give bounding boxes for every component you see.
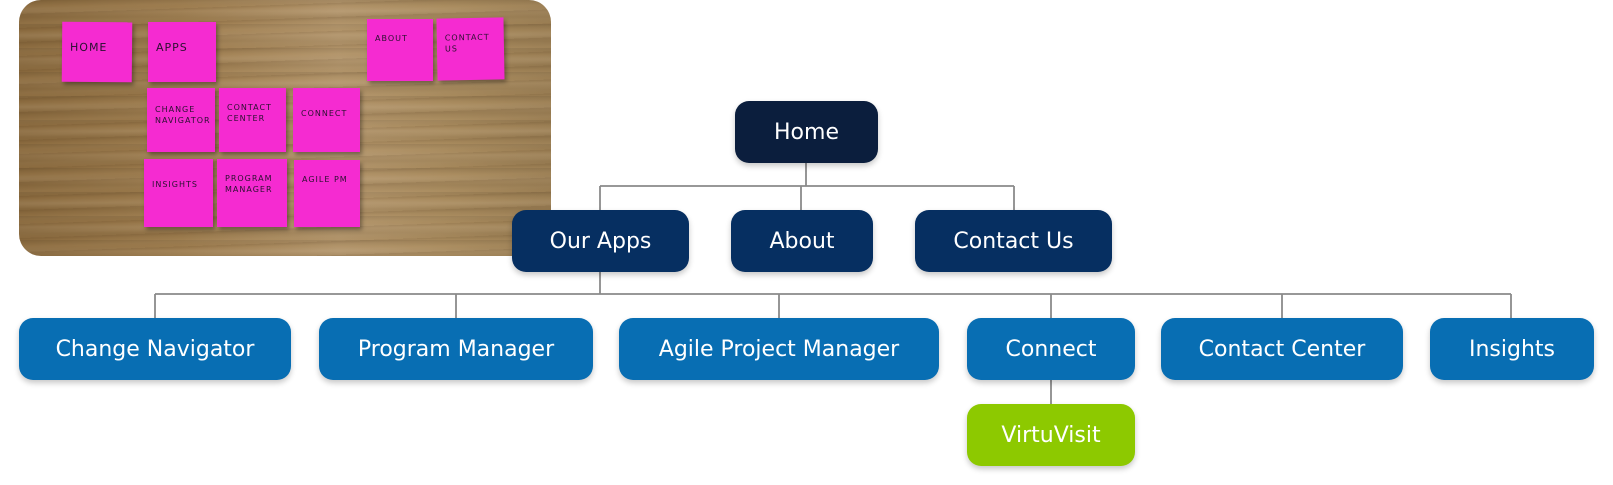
node-our-apps: Our Apps [512,210,689,272]
sticky-note: CONTACT CENTER [219,88,286,152]
sticky-note: ABOUT [367,19,433,81]
node-virtuvisit: VirtuVisit [967,404,1135,466]
sticky-note: CHANGE NAVIGATOR [147,88,215,152]
node-home: Home [735,101,878,163]
node-program-manager: Program Manager [319,318,593,380]
sticky-note: APPS [148,22,216,82]
sticky-note: HOME [61,21,133,83]
sticky-notes-photo: HOME APPS ABOUT CONTACT US CHANGE NAVIGA… [19,0,551,256]
node-contact-center: Contact Center [1161,318,1403,380]
node-agile-project-manager: Agile Project Manager [619,318,939,380]
node-about: About [731,210,873,272]
sticky-note: PROGRAM MANAGER [217,159,287,227]
sticky-note: CONNECT [293,88,360,152]
node-change-navigator: Change Navigator [19,318,291,380]
node-connect: Connect [967,318,1135,380]
sticky-note: AGILE PM [294,160,360,227]
sticky-note: CONTACT US [436,17,505,81]
sticky-note: INSIGHTS [144,159,213,227]
node-insights: Insights [1430,318,1594,380]
node-contact-us: Contact Us [915,210,1112,272]
